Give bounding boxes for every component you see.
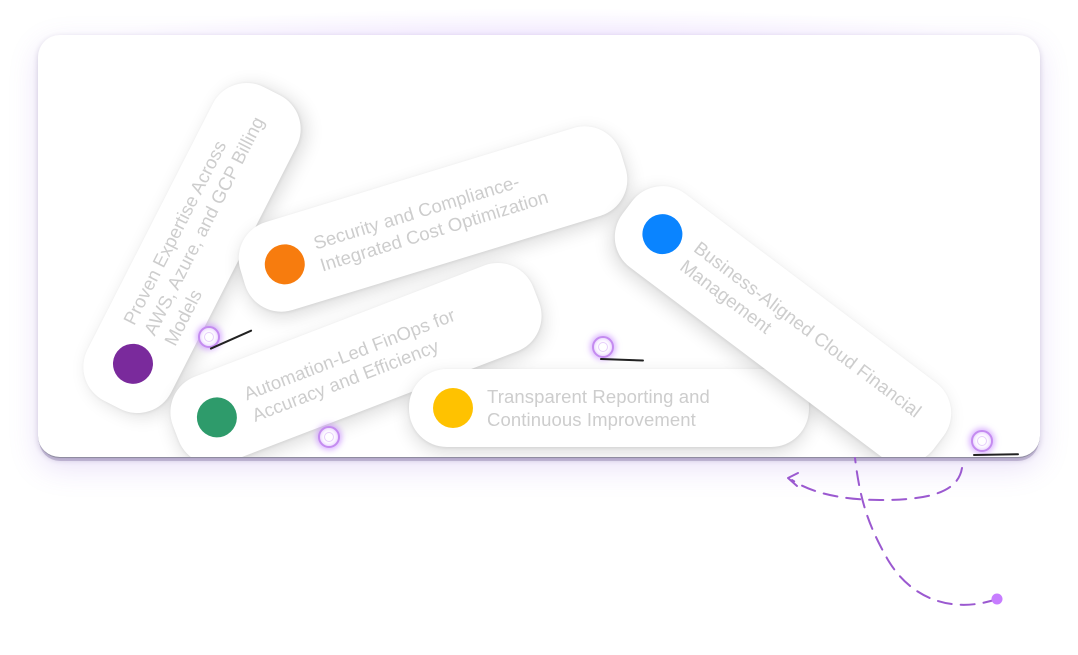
orange-dot-icon [259,239,310,290]
cursor-ring-icon [592,336,614,358]
pill-label-security-compliance: Security and Compliance-Integrated Cost … [310,170,551,276]
pill-transparent-reporting[interactable]: Transparent Reporting and Continuous Imp… [409,369,809,447]
flow-endpoint-dot-icon [991,593,1003,605]
yellow-dot-icon [433,388,473,428]
cursor-ring-icon [318,426,340,448]
green-dot-icon [191,391,243,444]
cursor-ring-icon [198,326,220,348]
blue-dot-icon [634,206,691,263]
pill-label-transparent-reporting: Transparent Reporting and Continuous Imp… [487,386,710,430]
arrow-head-icon [787,472,799,487]
purple-dot-icon [106,336,160,391]
cursor-ring-icon [971,430,993,452]
container-card: Proven Expertise Across AWS, Azure, and … [38,35,1040,458]
cursor-stroke [599,358,645,362]
cursor-stroke [972,453,1020,456]
